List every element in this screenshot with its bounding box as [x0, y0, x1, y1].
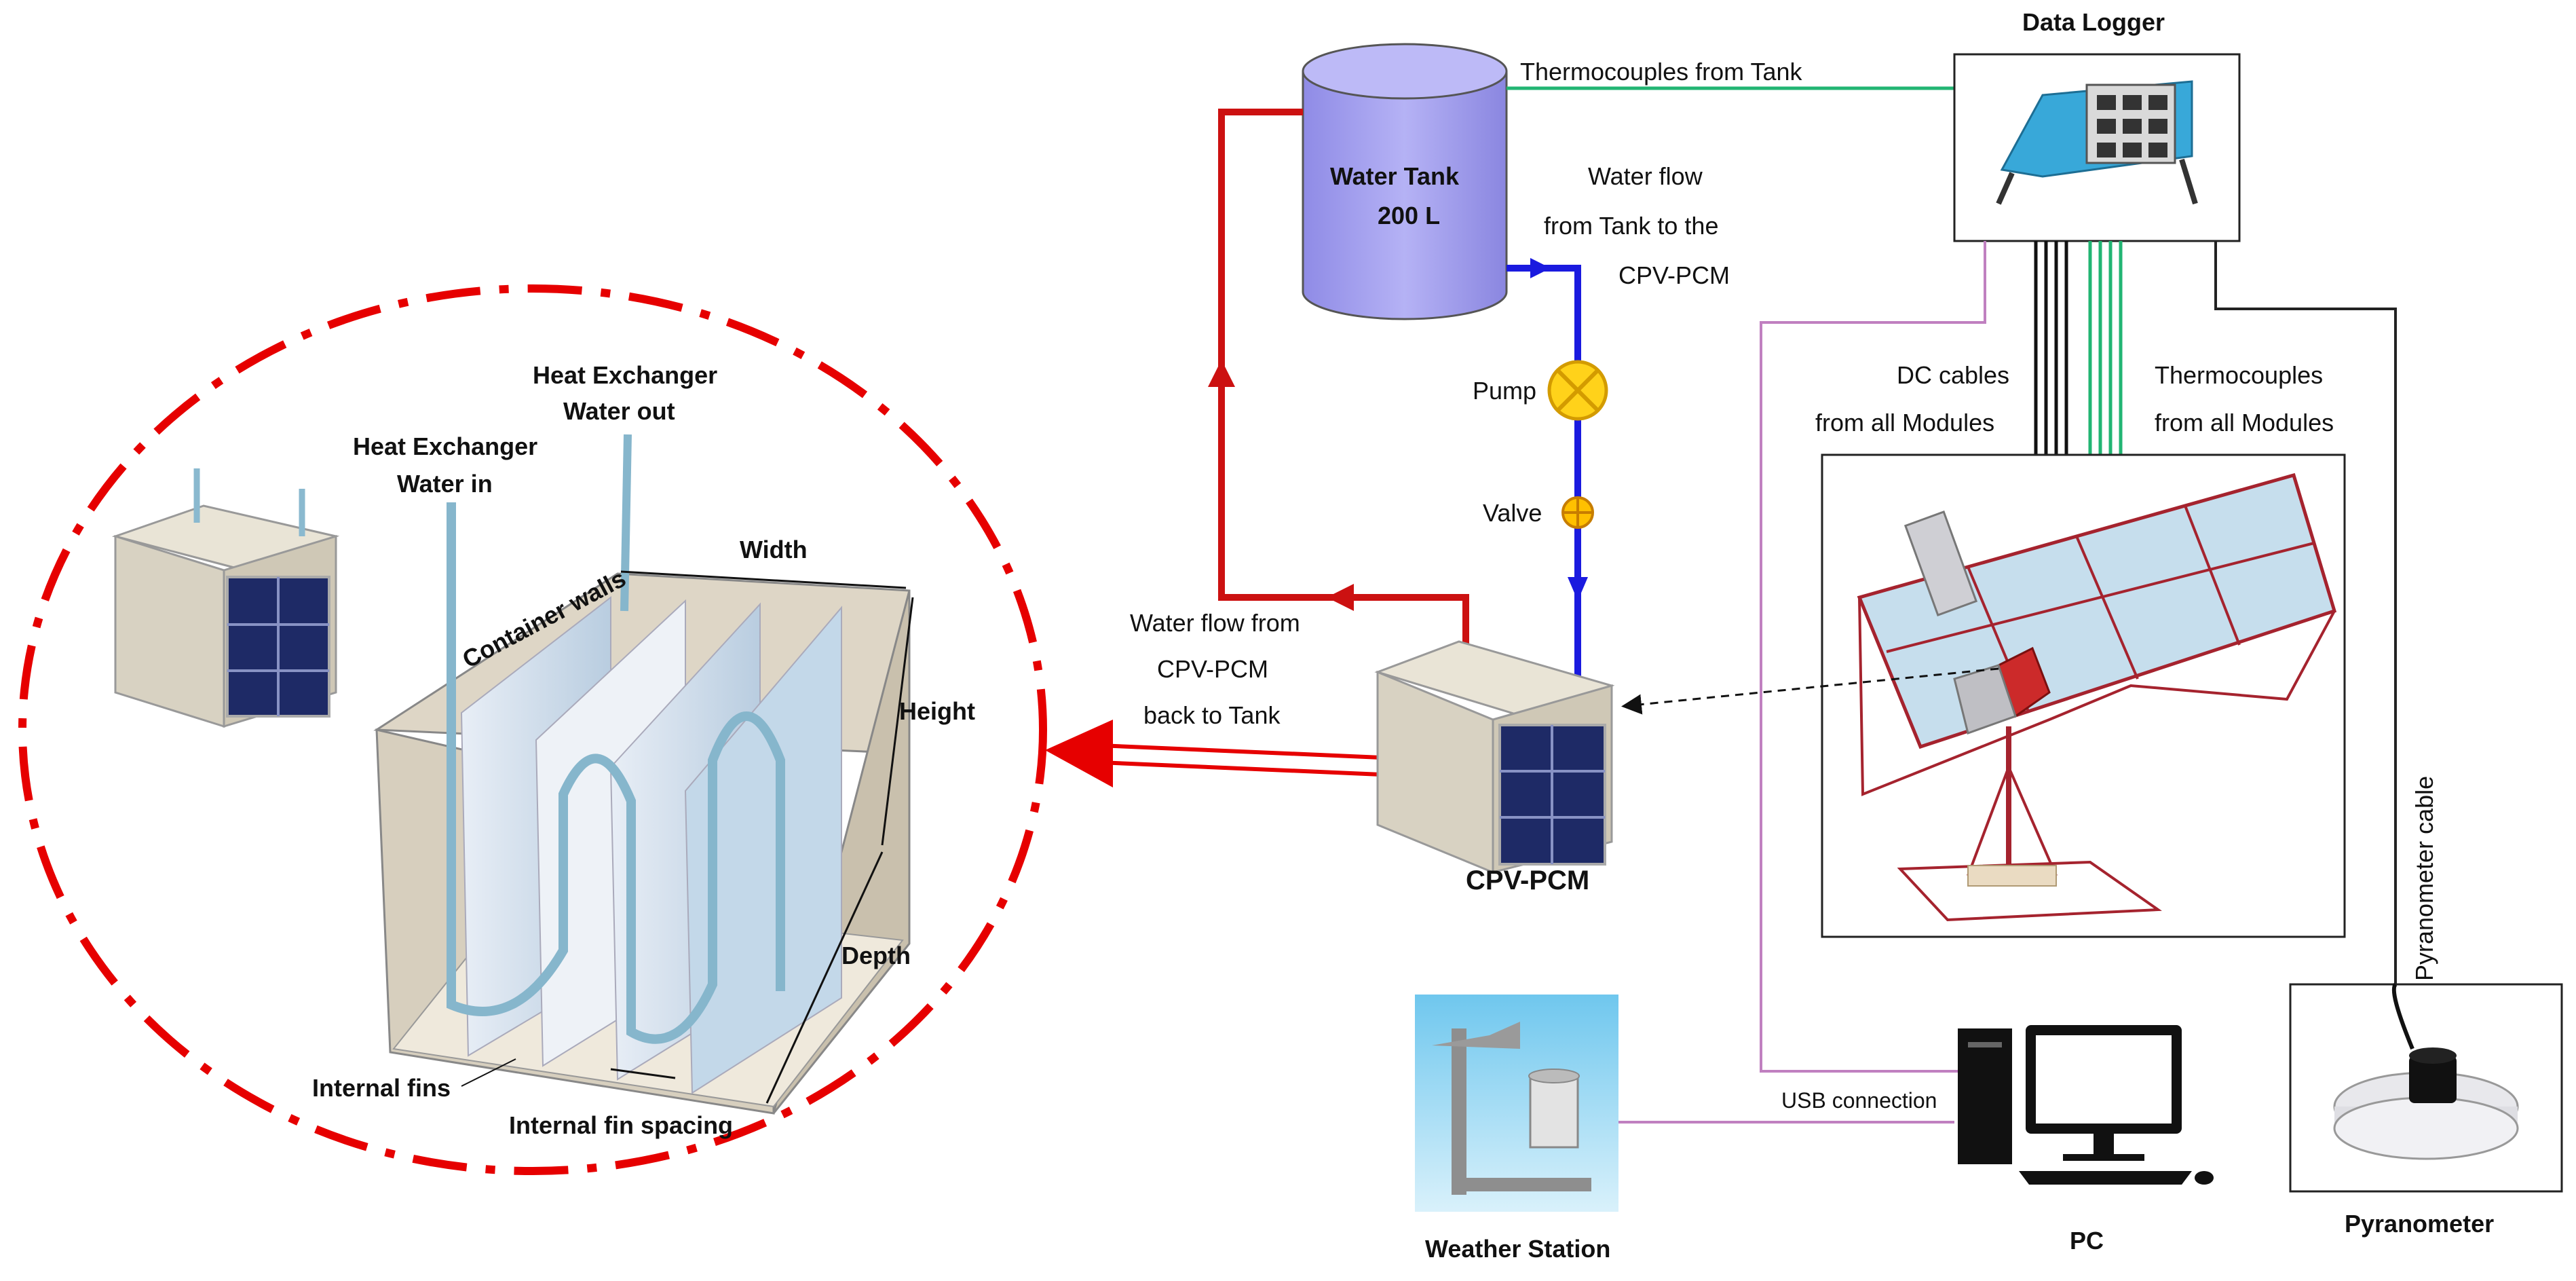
- detail-dashdot-circle: [18, 284, 1047, 1175]
- width-label: Width: [740, 536, 808, 563]
- width-dim: [620, 570, 907, 589]
- internal-fins-pointer: [461, 1058, 516, 1087]
- cold-supply-pipe: [1507, 258, 1588, 686]
- pyranometer-cable: [2214, 241, 2397, 984]
- water-flow-back-label-3: back to Tank: [1143, 701, 1281, 729]
- dc-cables-label-1: DC cables: [1897, 361, 2009, 389]
- water-flow-to-label-2: from Tank to the: [1544, 212, 1718, 240]
- concentrator-to-cpv-pointer: [1621, 667, 1999, 715]
- small-module: [111, 468, 340, 728]
- pump-label: Pump: [1473, 377, 1536, 405]
- internal-fins-label: Internal fins: [312, 1074, 451, 1102]
- hx-water-in-label-1: Heat Exchanger: [353, 432, 537, 460]
- tank-title-1: Water Tank: [1330, 162, 1460, 190]
- detail-panel: Heat Exchanger Water out Heat Exchanger …: [18, 284, 1047, 1175]
- pyranometer-label: Pyranometer: [2345, 1210, 2494, 1238]
- usb-connection-label: USB connection: [1781, 1088, 1937, 1113]
- water-flow-to-label-3: CPV-PCM: [1618, 261, 1730, 289]
- thermocouples-modules-label-1: Thermocouples: [2155, 361, 2323, 389]
- weather-station-label: Weather Station: [1425, 1235, 1610, 1263]
- cpv-pcm-module: [1374, 640, 1615, 874]
- fin-spacing-dim: [610, 1068, 676, 1079]
- pump-icon: [1547, 360, 1608, 421]
- pyranometer-cable-label: Pyranometer cable: [2410, 776, 2438, 981]
- depth-label: Depth: [841, 942, 911, 969]
- hx-water-in-label-2: Water in: [397, 470, 493, 498]
- valve-icon: [1561, 496, 1594, 529]
- height-dim: [881, 597, 914, 846]
- thermocouples-from-tank-label: Thermocouples from Tank: [1520, 58, 1803, 86]
- valve-label: Valve: [1483, 499, 1542, 527]
- height-label: Height: [899, 697, 975, 725]
- cpv-pcm-label: CPV-PCM: [1466, 866, 1589, 895]
- depth-dim: [765, 851, 884, 1104]
- pc-label: PC: [2070, 1227, 2104, 1255]
- dc-cables: [2034, 241, 2068, 455]
- tank-title-2: 200 L: [1378, 202, 1440, 229]
- weather-station-icon: [1415, 995, 1618, 1212]
- hx-water-out-label-1: Heat Exchanger: [533, 361, 717, 389]
- water-flow-to-label-1: Water flow: [1588, 162, 1703, 190]
- open-container: [373, 434, 911, 1115]
- water-tank: Water Tank 200 L: [1302, 43, 1508, 320]
- hx-water-out-label-2: Water out: [563, 397, 675, 425]
- pc-icon: [1958, 1025, 2214, 1185]
- data-logger-box: [1953, 53, 2241, 242]
- pyranometer-box: [2289, 982, 2563, 1193]
- thermocouples-modules-label-2: from all Modules: [2155, 409, 2334, 437]
- data-logger-label: Data Logger: [2022, 8, 2165, 36]
- water-flow-back-label-2: CPV-PCM: [1157, 655, 1268, 683]
- thermocouple-cables: [2088, 241, 2123, 455]
- hot-return-pipe: [1208, 109, 1469, 645]
- concentrator-box: [1821, 453, 2346, 938]
- internal-fin-spacing-label: Internal fin spacing: [509, 1111, 733, 1139]
- dc-cables-label-2: from all Modules: [1815, 409, 1994, 437]
- logger-to-pc-wire: [1760, 241, 1986, 1073]
- water-flow-back-label-1: Water flow from: [1130, 609, 1300, 637]
